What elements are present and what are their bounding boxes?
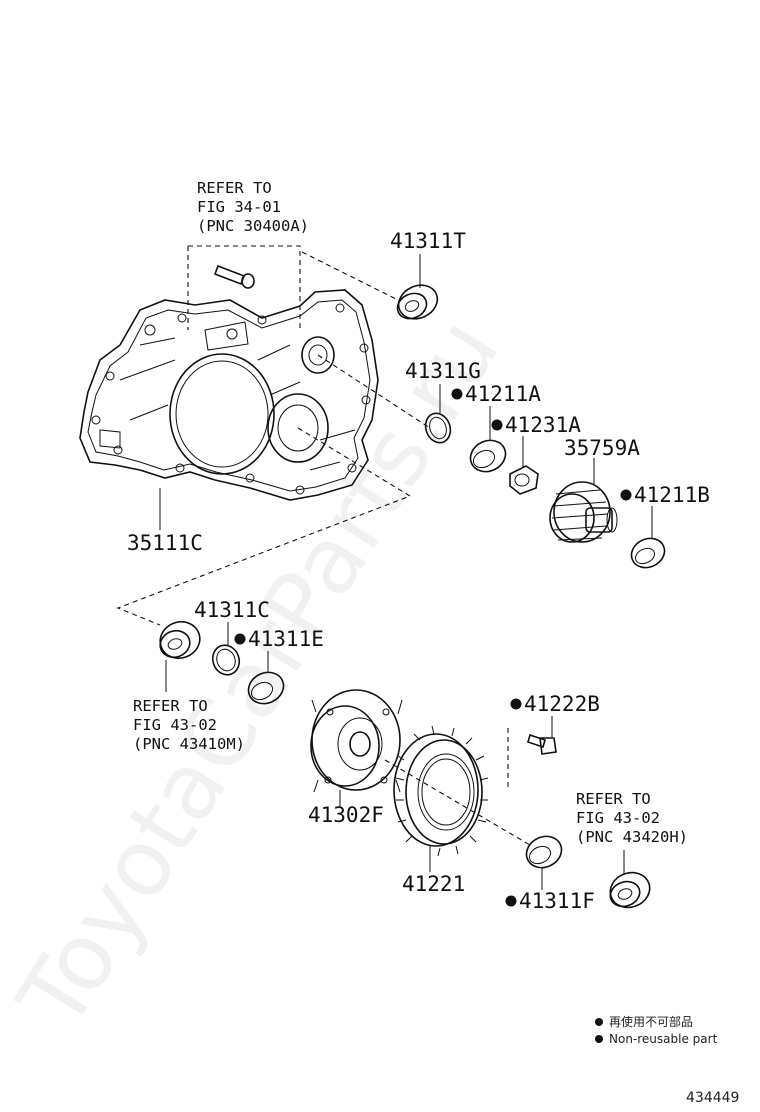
legend-dot	[595, 1018, 603, 1026]
non-reusable-dot	[491, 419, 503, 431]
race-41211B[interactable]	[627, 533, 670, 573]
ref-line: (PNC 43420H)	[576, 828, 688, 846]
label-41311E[interactable]: 41311E	[248, 627, 324, 651]
ref-line: (PNC 30400A)	[197, 217, 309, 235]
dash-ref-b	[188, 245, 301, 330]
label-41211A[interactable]: 41211A	[465, 382, 541, 406]
non-reusable-dot	[620, 489, 632, 501]
non-reusable-dot	[234, 633, 246, 645]
figure-number: 434449	[686, 1090, 739, 1106]
housing-bolt[interactable]	[213, 264, 255, 289]
legend: 再使用不可部品 Non-reusable part	[595, 1014, 718, 1046]
legend-en: Non-reusable part	[609, 1032, 718, 1046]
race-41211A[interactable]	[465, 435, 510, 477]
label-41211B[interactable]: 41211B	[634, 483, 710, 507]
ref-line: REFER TO	[133, 697, 208, 715]
legend-jp: 再使用不可部品	[609, 1014, 693, 1029]
label-35111C[interactable]: 35111C	[127, 531, 203, 555]
ring-gear-41221[interactable]	[393, 725, 489, 857]
dash-41311C	[116, 427, 412, 626]
ref-line: REFER TO	[576, 790, 651, 808]
dash-41311F	[384, 759, 531, 846]
label-41311G[interactable]: 41311G	[405, 359, 481, 383]
ref-fig-43-02-m: REFER TO FIG 43-02 (PNC 43410M)	[133, 697, 245, 753]
label-41221[interactable]: 41221	[402, 872, 465, 896]
non-reusable-dot	[510, 698, 522, 710]
ref-line: FIG 43-02	[133, 716, 217, 734]
legend-dot	[595, 1035, 603, 1043]
gear-35759A[interactable]	[549, 481, 618, 543]
ref-line: REFER TO	[197, 179, 272, 197]
shim-41311G[interactable]	[422, 410, 455, 446]
transaxle-housing[interactable]	[79, 289, 379, 501]
nut-41231A[interactable]	[509, 465, 539, 495]
race-41311E[interactable]	[243, 667, 288, 709]
differential-case-41302F[interactable]	[310, 689, 403, 793]
shim-41311C[interactable]	[209, 641, 244, 678]
ref-line: FIG 34-01	[197, 198, 281, 216]
dash-41311G	[317, 354, 431, 429]
ref-fig-34-01: REFER TO FIG 34-01 (PNC 30400A)	[197, 179, 309, 235]
bearing-right[interactable]	[605, 867, 654, 913]
label-35759A[interactable]: 35759A	[564, 436, 640, 460]
ref-fig-43-02-h: REFER TO FIG 43-02 (PNC 43420H)	[576, 790, 688, 846]
label-41311F[interactable]: 41311F	[519, 889, 595, 913]
label-41311T[interactable]: 41311T	[390, 229, 466, 253]
non-reusable-dot	[505, 895, 517, 907]
non-reusable-dot	[451, 388, 463, 400]
race-41311F[interactable]	[521, 831, 566, 873]
label-41311C[interactable]: 41311C	[194, 598, 270, 622]
label-41302F[interactable]: 41302F	[308, 803, 384, 827]
bearing-41311T[interactable]	[393, 279, 443, 325]
bolt-41222B[interactable]	[527, 733, 557, 755]
label-41222B[interactable]: 41222B	[524, 692, 600, 716]
ref-line: (PNC 43410M)	[133, 735, 245, 753]
bearing-left[interactable]	[155, 616, 205, 664]
dash-41311T	[301, 251, 399, 301]
ref-line: FIG 43-02	[576, 809, 660, 827]
label-41231A[interactable]: 41231A	[505, 413, 581, 437]
